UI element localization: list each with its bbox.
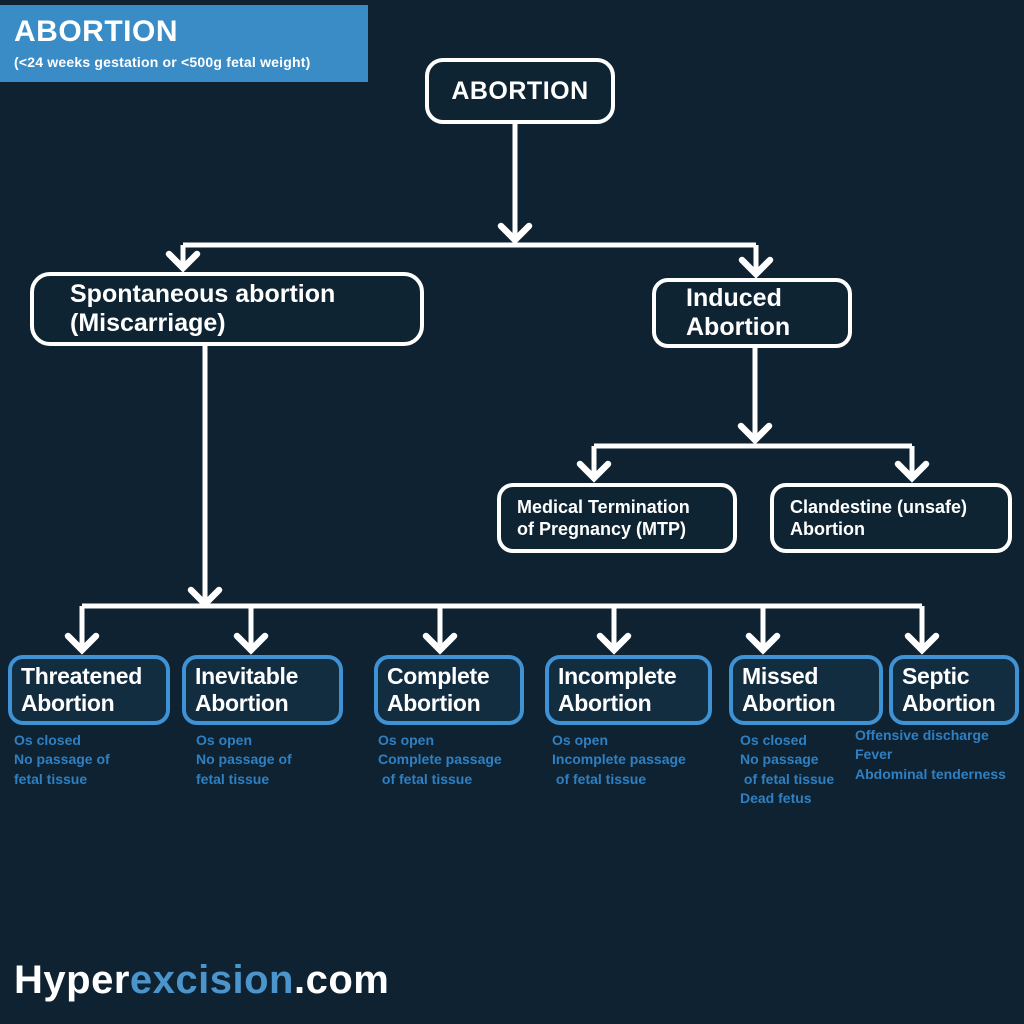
node-septic-abortion: Septic Abortion	[889, 655, 1019, 725]
node-inevitable-abortion: Inevitable Abortion	[182, 655, 343, 725]
node-incomplete-abortion-label: Incomplete Abortion	[558, 662, 677, 716]
arrowhead-icon	[738, 256, 774, 279]
node-complete-abortion-label: Complete Abortion	[387, 662, 490, 716]
features-threatened: Os closed No passage of fetal tissue	[14, 732, 110, 787]
site-logo-mid: excision	[129, 958, 294, 1002]
arrowhead-icon	[233, 632, 269, 655]
header-subtitle: (<24 weeks gestation or <500g fetal weig…	[14, 54, 311, 70]
site-logo: Hyperexcision.com	[14, 958, 389, 1003]
node-threatened-abortion: Threatened Abortion	[8, 655, 170, 725]
node-septic-abortion-label: Septic Abortion	[902, 662, 996, 716]
node-spontaneous-abortion-label: Spontaneous abortion (Miscarriage)	[70, 280, 336, 337]
arrowhead-icon	[576, 460, 612, 483]
arrowhead-icon	[422, 632, 458, 655]
arrowhead-icon	[596, 632, 632, 655]
node-incomplete-abortion: Incomplete Abortion	[545, 655, 712, 725]
node-clandestine-abortion: Clandestine (unsafe) Abortion	[770, 483, 1012, 553]
arrowhead-icon	[497, 222, 533, 245]
features-incomplete: Os open Incomplete passage of fetal tiss…	[552, 732, 686, 787]
arrowhead-icon	[745, 632, 781, 655]
arrowhead-icon	[64, 632, 100, 655]
node-abortion-root: ABORTION	[425, 58, 615, 124]
node-abortion-root-label: ABORTION	[451, 76, 589, 105]
node-spontaneous-abortion: Spontaneous abortion (Miscarriage)	[30, 272, 424, 346]
arrowhead-icon	[165, 250, 201, 273]
node-missed-abortion-label: Missed Abortion	[742, 662, 836, 716]
node-clandestine-abortion-label: Clandestine (unsafe) Abortion	[790, 496, 968, 540]
header-badge: ABORTION (<24 weeks gestation or <500g f…	[0, 5, 368, 82]
site-logo-prefix: Hyper	[14, 958, 130, 1002]
node-threatened-abortion-label: Threatened Abortion	[21, 662, 142, 716]
arrowhead-icon	[904, 632, 940, 655]
arrowhead-icon	[737, 422, 773, 445]
node-complete-abortion: Complete Abortion	[374, 655, 524, 725]
header-title: ABORTION	[14, 15, 178, 48]
node-medical-termination: Medical Termination of Pregnancy (MTP)	[497, 483, 737, 553]
node-induced-abortion: Induced Abortion	[652, 278, 852, 348]
features-missed: Os closed No passage of fetal tissue Dea…	[740, 732, 835, 806]
features-inevitable: Os open No passage of fetal tissue	[196, 732, 292, 787]
features-complete: Os open Complete passage of fetal tissue	[378, 732, 502, 787]
node-missed-abortion: Missed Abortion	[729, 655, 883, 725]
node-inevitable-abortion-label: Inevitable Abortion	[195, 662, 299, 716]
arrowhead-icon	[894, 460, 930, 483]
site-logo-suffix: .com	[293, 958, 390, 1002]
features-septic: Offensive discharge Fever Abdominal tend…	[855, 727, 1006, 782]
node-induced-abortion-label: Induced Abortion	[686, 284, 791, 341]
node-medical-termination-label: Medical Termination of Pregnancy (MTP)	[517, 496, 690, 540]
